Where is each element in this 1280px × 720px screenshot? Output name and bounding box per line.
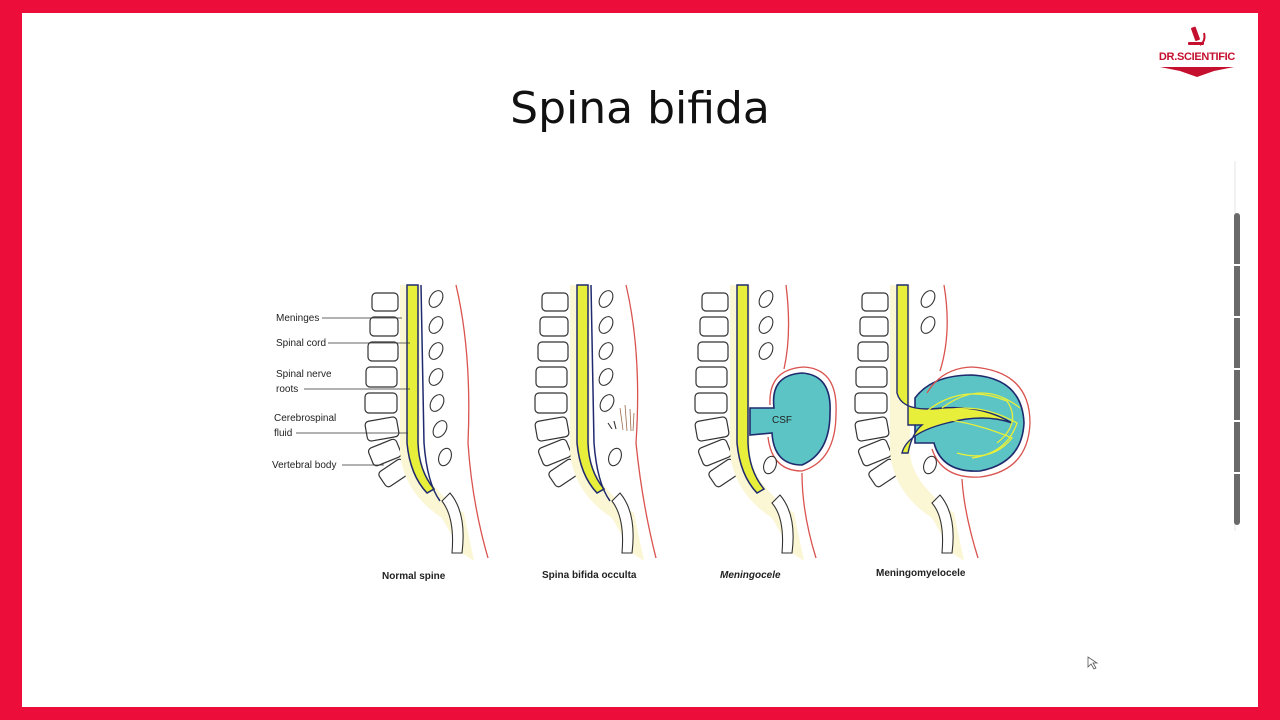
logo-text: DR.SCIENTIFIC	[1158, 51, 1236, 63]
spina-bifida-diagram: CSF	[272, 284, 1031, 582]
label-spinal-cord: Spinal cord	[276, 338, 326, 349]
caption-meningocele: Meningocele	[720, 570, 781, 581]
panel-meningomyelocele	[853, 284, 1031, 561]
label-cerebrospinal: Cerebrospinal	[274, 413, 336, 424]
label-fluid: fluid	[274, 428, 292, 439]
cursor-icon	[1087, 656, 1099, 670]
label-meninges: Meninges	[276, 313, 319, 324]
diagram-labels: Meninges Spinal cord Spinal nerve roots …	[272, 313, 410, 471]
caption-spina-bifida-occulta: Spina bifida occulta	[542, 570, 637, 581]
slide-scrollbar[interactable]	[1232, 161, 1242, 541]
label-roots: roots	[276, 384, 298, 395]
panel-normal-spine	[363, 284, 489, 561]
label-vertebral-body: Vertebral body	[272, 460, 337, 471]
slide-title: Spina bifida	[510, 83, 770, 134]
panel-meningocele: CSF	[693, 284, 837, 561]
panel-spina-bifida-occulta	[533, 284, 657, 561]
caption-normal-spine: Normal spine	[382, 571, 446, 582]
microscope-icon	[1160, 26, 1234, 77]
logo: DR.SCIENTIFIC	[1152, 21, 1242, 81]
panel-captions: Normal spine Spina bifida occulta Mening…	[382, 568, 966, 582]
label-spinal-nerve: Spinal nerve	[276, 369, 332, 380]
csf-label: CSF	[772, 415, 792, 426]
slide: Spina bifida DR.SCIENTIFIC	[22, 13, 1258, 707]
caption-meningomyelocele: Meningomyelocele	[876, 568, 966, 579]
